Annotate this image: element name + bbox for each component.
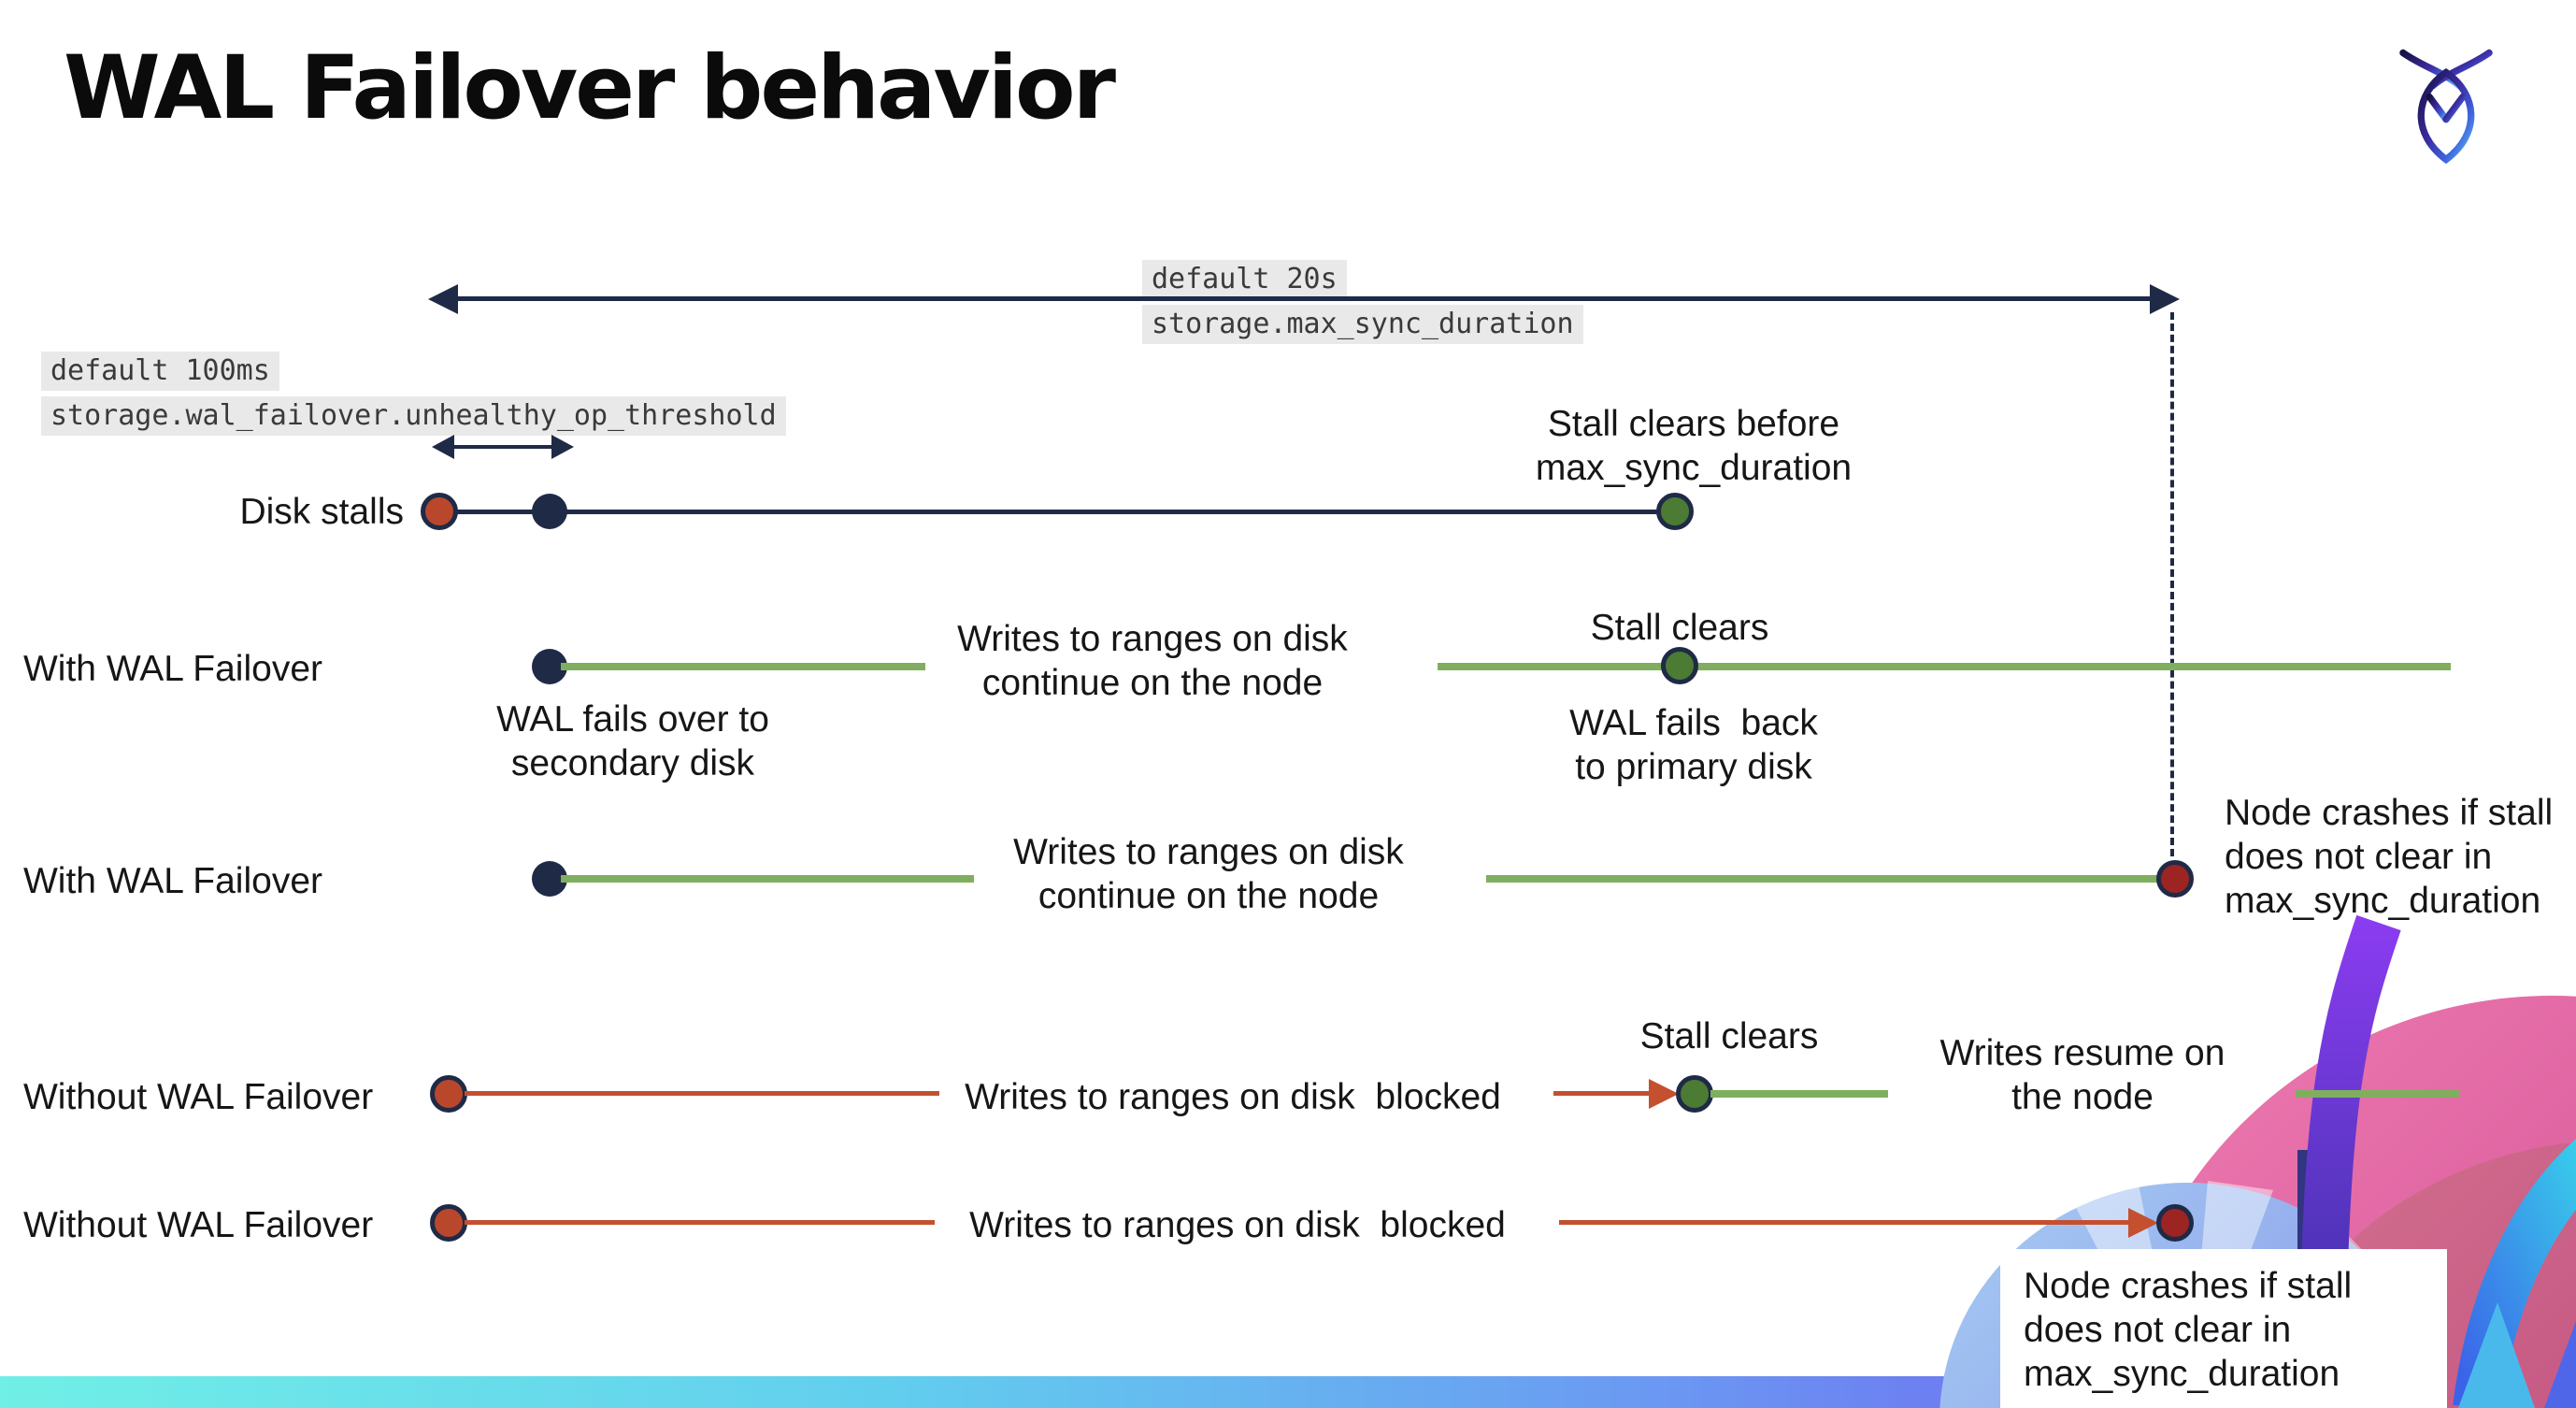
stall-clears-dot-3 [1676,1075,1713,1113]
threshold-span-line [451,445,553,449]
writes-blocked-line-a [465,1091,939,1096]
writes-continue-line-b [1438,663,2451,670]
writes-blocked-arrow-line [1553,1091,1651,1096]
row-label-with-wal-failover-2: With WAL Failover [23,861,322,901]
arrowhead-right-icon [2150,284,2180,314]
fails-over-note: WAL fails over to secondary disk [496,699,769,783]
stall-start-dot-2 [430,1075,467,1113]
threshold-default-chip: default 100ms [41,352,279,391]
node-crash-note: Node crashes if stall does not clear in … [2225,793,2554,921]
node-crash-dot-2 [2156,1204,2194,1242]
stall-start-dot [421,493,458,530]
writes-resume-line-a [1710,1090,1888,1098]
red-arrowhead-icon-2 [2128,1208,2158,1238]
stall-clears-note-2: Stall clears [1639,1016,1819,1056]
stall-clears-before-note: Stall clears before max_sync_duration [1535,404,1853,488]
row-label-with-wal-failover-1: With WAL Failover [23,649,322,689]
cockroachdb-logo-icon [2399,49,2493,165]
threshold-hit-dot [532,494,567,529]
small-arrowhead-left-icon [432,435,454,459]
writes-continue-line-c [561,875,974,883]
writes-continue-line-a [561,663,925,670]
max-sync-default-chip: default 20s [1142,260,1347,299]
writes-resume-note: Writes resume on the node [1939,1033,2225,1117]
writes-continue-line-d [1486,875,2170,883]
fails-back-note: WAL fails back to primary disk [1569,703,1818,787]
arrowhead-left-icon [428,284,458,314]
small-arrowhead-right-icon [551,435,574,459]
stall-clears-note: Stall clears [1590,608,1769,648]
stall-clears-dot-2 [1661,647,1698,684]
writes-blocked-line-b [465,1220,935,1225]
disk-stall-timeline [439,510,1675,514]
stall-clears-dot [1656,493,1694,530]
writes-blocked-arrow-line-2 [1559,1220,2130,1225]
row-label-without-wal-failover-1: Without WAL Failover [23,1077,374,1117]
writes-blocked-note: Writes to ranges on disk blocked [965,1077,1501,1117]
row-label-without-wal-failover-2: Without WAL Failover [23,1205,374,1245]
threshold-setting-chip: storage.wal_failover.unhealthy_op_thresh… [41,396,786,436]
node-crash-note-2: Node crashes if stall does not clear in … [2024,1266,2353,1394]
max-sync-deadline-dashed-line [2170,312,2174,856]
row-label-disk-stalls: Disk stalls [239,492,404,532]
page-title: WAL Failover behavior [64,37,1116,139]
writes-continue-note-2: Writes to ranges on disk continue on the… [1013,832,1404,916]
node-crash-dot [2156,860,2194,898]
stall-start-dot-3 [430,1204,467,1242]
writes-continue-note: Writes to ranges on disk continue on the… [957,619,1348,703]
writes-resume-line-b [2296,1090,2460,1098]
red-arrowhead-icon [1649,1079,1679,1109]
max-sync-duration-span-line [439,296,2170,301]
writes-blocked-note-2: Writes to ranges on disk blocked [969,1205,1506,1245]
node-crash-callout-box [2000,1249,2447,1408]
max-sync-setting-chip: storage.max_sync_duration [1142,305,1583,344]
